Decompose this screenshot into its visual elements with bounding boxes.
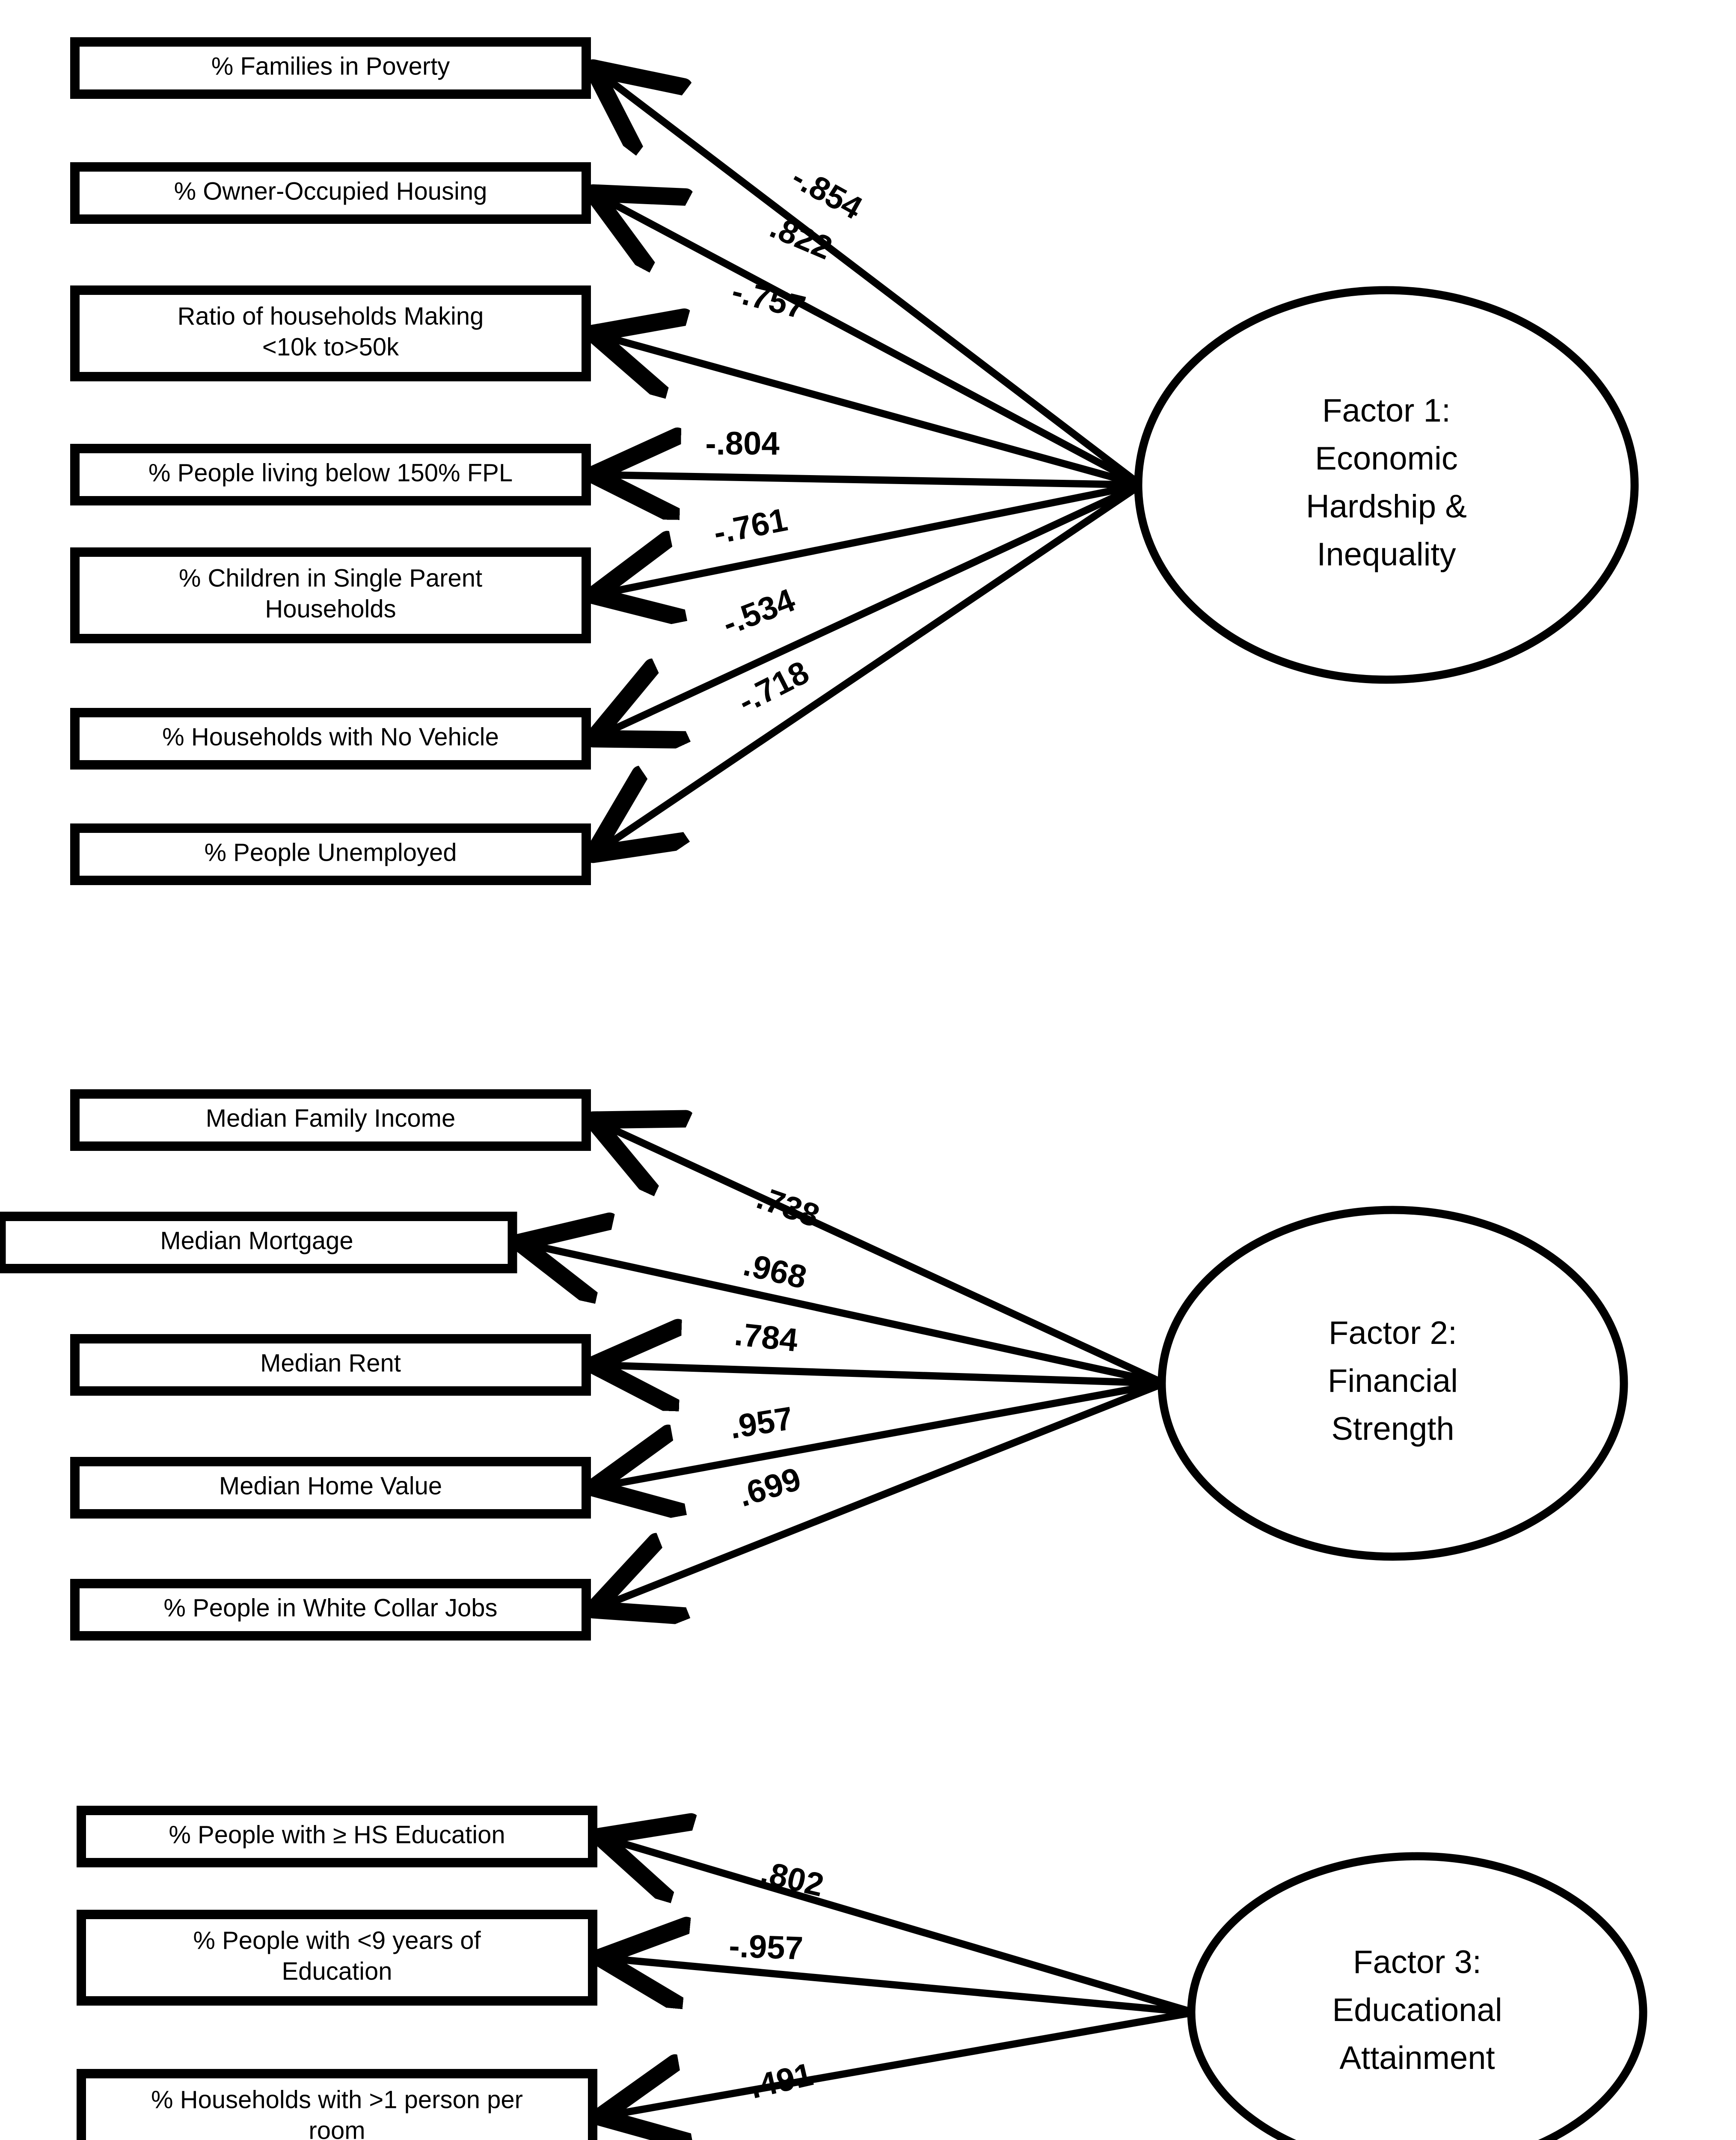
indicator-label: % Households with No Vehicle: [162, 723, 499, 751]
loading-value-label: .784: [733, 1316, 800, 1359]
indicator-label: Education: [282, 1957, 392, 1985]
indicator-box-outline: [70, 1579, 591, 1641]
indicator-box: % Households with No Vehicle: [70, 708, 591, 770]
indicator-box-outline: [77, 2069, 597, 2140]
loading-value-label: .802: [757, 1854, 827, 1904]
indicator-label: % Families in Poverty: [211, 52, 450, 80]
loading-arrow: [593, 482, 1142, 739]
loading-arrow: [593, 475, 1141, 485]
indicator-box-outline: [70, 708, 591, 770]
loading-value-label: .957: [727, 1400, 795, 1446]
factor-ellipse-outline: [1134, 286, 1639, 684]
loading-value-label: -.534: [718, 582, 800, 642]
loading-arrow: [593, 333, 1142, 489]
indicator-label: <10k to>50k: [262, 333, 399, 361]
indicator-box: Median Home Value: [70, 1457, 591, 1519]
indicator-box: % People with <9 years of Education: [77, 1910, 597, 2006]
factor-label: Strength: [1331, 1411, 1454, 1447]
loading-arrow: [519, 1242, 1165, 1387]
indicator-label: % People Unemployed: [204, 838, 457, 866]
indicator-label: Median Mortgage: [160, 1227, 353, 1254]
indicator-label: % Children in Single Parent: [179, 564, 482, 592]
indicator-box: Median Mortgage: [0, 1212, 517, 1273]
factor-label: Factor 3:: [1353, 1944, 1481, 1980]
indicator-box-outline: [70, 1089, 591, 1151]
indicator-box-outline: [70, 37, 591, 99]
indicator-label: % Households with >1 person per: [151, 2086, 523, 2113]
loading-arrow: [593, 482, 1143, 854]
indicator-label: % People with ≥ HS Education: [169, 1821, 505, 1849]
indicator-box: % Families in Poverty: [70, 37, 591, 99]
factor-ellipse-outline: [1157, 1206, 1628, 1561]
loading-arrows-layer: [519, 68, 1195, 2117]
loading-value-label: -.804: [705, 425, 779, 462]
indicator-label: Median Rent: [260, 1349, 401, 1377]
indicator-box: % People living below 150% FPL: [70, 444, 591, 505]
indicator-box: % People with ≥ HS Education: [77, 1806, 597, 1867]
factor-label: Factor 2:: [1329, 1315, 1457, 1351]
indicator-box-outline: [77, 1806, 597, 1867]
loading-value-label: .699: [734, 1461, 805, 1514]
indicator-box: % Owner-Occupied Housing: [70, 162, 591, 224]
factor-label: Educational: [1332, 1992, 1502, 2028]
factor-label: Hardship &: [1306, 488, 1467, 525]
indicator-label: % People living below 150% FPL: [148, 459, 513, 487]
factor-label: Economic: [1315, 440, 1458, 477]
indicator-label: % Owner-Occupied Housing: [174, 177, 487, 205]
indicator-box-outline: [70, 1334, 591, 1396]
loading-arrow: [599, 1837, 1195, 2016]
loading-value-label: -.757: [728, 273, 809, 326]
indicator-box: Median Family Income: [70, 1089, 591, 1151]
loading-arrow: [593, 193, 1142, 488]
loading-arrow: [599, 2009, 1195, 2117]
loading-value-label: .738: [752, 1180, 824, 1235]
loading-value-label: -.491: [736, 2056, 816, 2108]
indicator-label: % People in White Collar Jobs: [163, 1594, 497, 1622]
loading-arrow: [593, 1120, 1166, 1387]
indicator-label: % People with <9 years of: [193, 1926, 481, 1954]
indicator-label: Households: [265, 595, 396, 623]
indicator-label: Ratio of households Making: [178, 302, 484, 330]
indicator-box-outline: [77, 1910, 597, 2006]
factor-label: Factor 1:: [1322, 392, 1451, 429]
indicator-box-outline: [70, 547, 591, 643]
indicator-box: Median Rent: [70, 1334, 591, 1396]
loading-value-label: .822: [765, 208, 837, 267]
indicator-label: room: [309, 2116, 365, 2140]
factor-ellipse-outline: [1187, 1852, 1647, 2140]
indicator-box: % Households with >1 person per room: [77, 2069, 597, 2140]
indicator-box-outline: [70, 1457, 591, 1519]
indicator-label: Median Home Value: [219, 1472, 442, 1500]
loading-value-label: .968: [740, 1246, 810, 1296]
indicator-label: Median Family Income: [206, 1104, 455, 1132]
loading-arrow: [593, 481, 1142, 595]
indicator-box-outline: [70, 162, 591, 224]
indicator-box-outline: [0, 1212, 517, 1273]
indicator-box-outline: [70, 823, 591, 885]
factor-label: Financial: [1328, 1363, 1458, 1399]
indicator-box: % People in White Collar Jobs: [70, 1579, 591, 1641]
indicator-box: Ratio of households Making <10k to>50k: [70, 285, 591, 381]
loading-arrow: [593, 68, 1143, 488]
loading-arrow: [593, 1365, 1164, 1383]
loading-value-label: -.761: [711, 501, 790, 551]
loading-labels-layer: -.854.822-.757-.804-.761-.534-.718.738.9…: [705, 159, 868, 2108]
indicator-box-outline: [70, 444, 591, 505]
factor-label: Attainment: [1339, 2040, 1495, 2076]
loading-value-label: -.957: [728, 1928, 804, 1967]
factor-label: Inequality: [1317, 536, 1456, 573]
indicator-box-outline: [70, 285, 591, 381]
loading-arrow: [599, 1958, 1194, 2016]
loading-arrow: [593, 1380, 1166, 1610]
indicator-box: % People Unemployed: [70, 823, 591, 885]
loading-arrow: [593, 1379, 1165, 1488]
indicator-boxes-layer: % Families in Poverty % Owner-Occupied Ho…: [0, 37, 597, 2140]
